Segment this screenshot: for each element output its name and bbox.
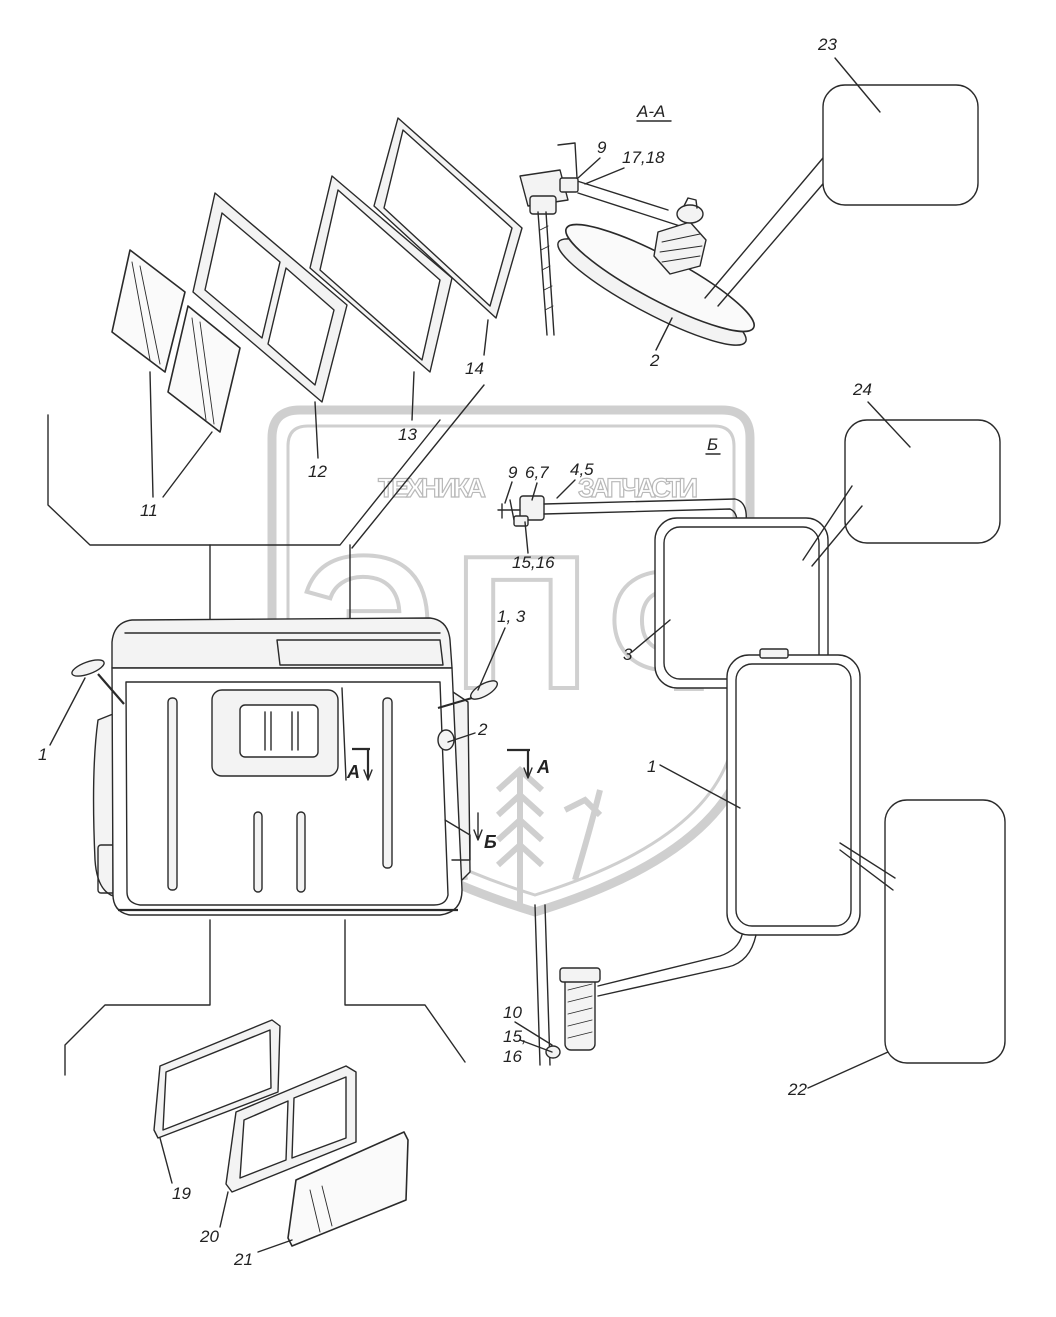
callout-cab-1-3: 1, 3 — [497, 607, 526, 626]
section-a-a — [519, 142, 755, 346]
callout-aa-9: 9 — [597, 138, 607, 157]
section-mark-a-left: А — [346, 762, 360, 782]
glass-21 — [287, 1131, 409, 1247]
glass-11-a-shine — [131, 261, 161, 365]
mirror-nut-cap — [676, 204, 704, 224]
callout-b-16: 16 — [503, 1047, 522, 1066]
section-marks — [352, 747, 533, 841]
callout-14: 14 — [465, 359, 484, 378]
mirror-mount-ellipse — [437, 729, 455, 751]
glass-11-b-shine — [191, 317, 215, 425]
glass-11-b — [167, 305, 241, 433]
cab-mirror-left — [71, 659, 125, 705]
view-b-title: Б — [707, 435, 718, 454]
cab-roof-front-panel — [276, 639, 444, 666]
callout-b-4-5: 4,5 — [570, 460, 594, 479]
glass-23 — [822, 84, 979, 206]
roof-windows-exploded — [111, 117, 523, 433]
frame-13 — [309, 175, 453, 373]
lower-mirror-tube — [597, 934, 757, 997]
callout-20: 20 — [199, 1227, 219, 1246]
frame-14 — [373, 117, 523, 319]
callout-21: 21 — [233, 1250, 253, 1269]
watermark-text-right: ЗАПЧАСТИ — [578, 473, 698, 503]
view-b-leaders — [504, 401, 911, 1089]
vertical-mount-rod — [534, 904, 551, 1066]
callout-b-9: 9 — [508, 463, 518, 482]
watermark-text-left: ТЕХНИКА — [378, 473, 486, 503]
callout-22: 22 — [787, 1080, 807, 1099]
roof-rib-center-right — [296, 811, 306, 893]
roof-rib-right — [382, 697, 393, 869]
glass-24 — [844, 419, 1001, 544]
section-mark-a-right: А — [536, 757, 550, 777]
seal-19 — [153, 1019, 281, 1139]
rear-windows-exploded — [153, 1019, 409, 1247]
cab-leaders — [49, 627, 506, 746]
leader-23 — [834, 57, 881, 113]
mirror-2-front — [565, 223, 755, 333]
mirror-clamp — [529, 195, 557, 215]
cab-right-step — [444, 819, 471, 861]
section-aa-title: А-А — [636, 102, 665, 121]
glass-11-a — [111, 249, 186, 373]
frame-20 — [225, 1065, 357, 1193]
frame-12 — [192, 192, 348, 403]
callout-aa-17-18: 17,18 — [622, 148, 665, 167]
roof-rib-center-left — [253, 811, 263, 893]
callout-24: 24 — [852, 380, 872, 399]
mirror-1 — [726, 648, 861, 936]
rod-nut — [545, 1045, 561, 1059]
callout-cab-2: 2 — [477, 720, 488, 739]
bracket-l-rod — [557, 142, 578, 179]
glass-22 — [884, 799, 1006, 1064]
callout-11: 11 — [140, 501, 158, 520]
view-b-lower-bracket — [559, 967, 601, 1051]
callout-12: 12 — [308, 462, 327, 481]
callout-cab-1: 1 — [38, 745, 47, 764]
callout-19: 19 — [172, 1184, 191, 1203]
cab-visor — [111, 617, 453, 669]
cab-roof — [111, 667, 463, 916]
view-mark-b: Б — [484, 832, 497, 852]
callout-b-1: 1 — [647, 757, 656, 776]
mount-rod — [537, 211, 555, 336]
callout-b-10: 10 — [503, 1003, 522, 1022]
callout-23: 23 — [817, 35, 837, 54]
rear-window-leaders — [159, 1137, 293, 1253]
cab-left-side — [92, 713, 114, 897]
roof-hatch — [211, 689, 339, 777]
callout-b-3: 3 — [623, 645, 633, 664]
cab-top-view — [71, 617, 499, 916]
section-line — [341, 687, 347, 781]
mirror-arm — [573, 179, 681, 227]
callout-aa-2: 2 — [649, 351, 660, 370]
callout-13: 13 — [398, 425, 417, 444]
section-aa-leaders — [577, 151, 829, 351]
roof-rib-left — [167, 697, 178, 891]
watermark-wheat-icon — [457, 765, 603, 905]
callout-b-15-16: 15,16 — [512, 553, 555, 572]
callout-b-6-7: 6,7 — [525, 463, 549, 482]
roof-window-leaders — [149, 319, 489, 498]
callout-b-15: 15, — [503, 1027, 527, 1046]
rear-group-bracket — [64, 919, 466, 1076]
